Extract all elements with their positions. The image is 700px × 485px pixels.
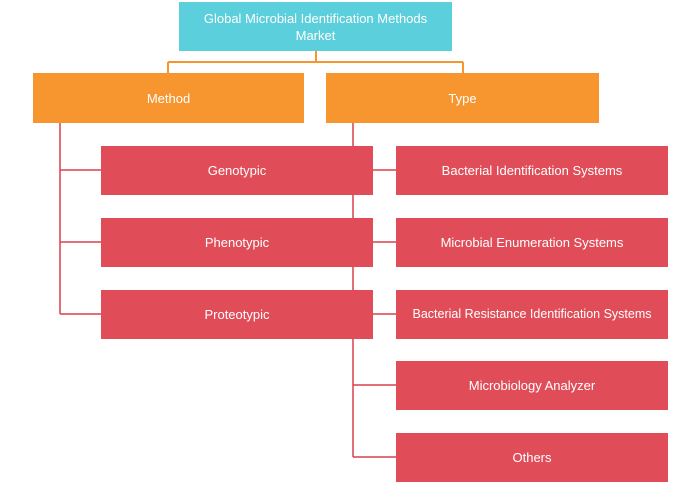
method-item-label: Genotypic (207, 163, 267, 178)
type-item-label: Others (512, 450, 552, 465)
root-title-text: Global Microbial Identification Methods … (203, 10, 428, 43)
category-type-label: Type (448, 90, 477, 106)
method-connector (59, 123, 101, 315)
type-item-microbiology-analyzer: Microbiology Analyzer (396, 361, 668, 410)
method-item-label: Proteotypic (204, 307, 270, 322)
type-item-microbial-enumeration: Microbial Enumeration Systems (396, 218, 668, 267)
category-method-label: Method (146, 90, 191, 106)
type-item-label: Bacterial Identification Systems (441, 163, 623, 178)
method-item-proteotypic: Proteotypic (101, 290, 373, 339)
method-item-genotypic: Genotypic (101, 146, 373, 195)
root-node-title: Global Microbial Identification Methods … (179, 2, 452, 51)
category-method: Method (33, 73, 304, 123)
type-item-bacterial-identification: Bacterial Identification Systems (396, 146, 668, 195)
type-item-bacterial-resistance: Bacterial Resistance Identification Syst… (396, 290, 668, 339)
category-type: Type (326, 73, 599, 123)
method-item-label: Phenotypic (204, 235, 270, 250)
type-item-label: Microbiology Analyzer (468, 378, 596, 393)
type-item-label: Bacterial Resistance Identification Syst… (412, 307, 652, 321)
type-item-label: Microbial Enumeration Systems (440, 235, 624, 250)
type-item-others: Others (396, 433, 668, 482)
method-item-phenotypic: Phenotypic (101, 218, 373, 267)
root-connector (167, 51, 464, 73)
